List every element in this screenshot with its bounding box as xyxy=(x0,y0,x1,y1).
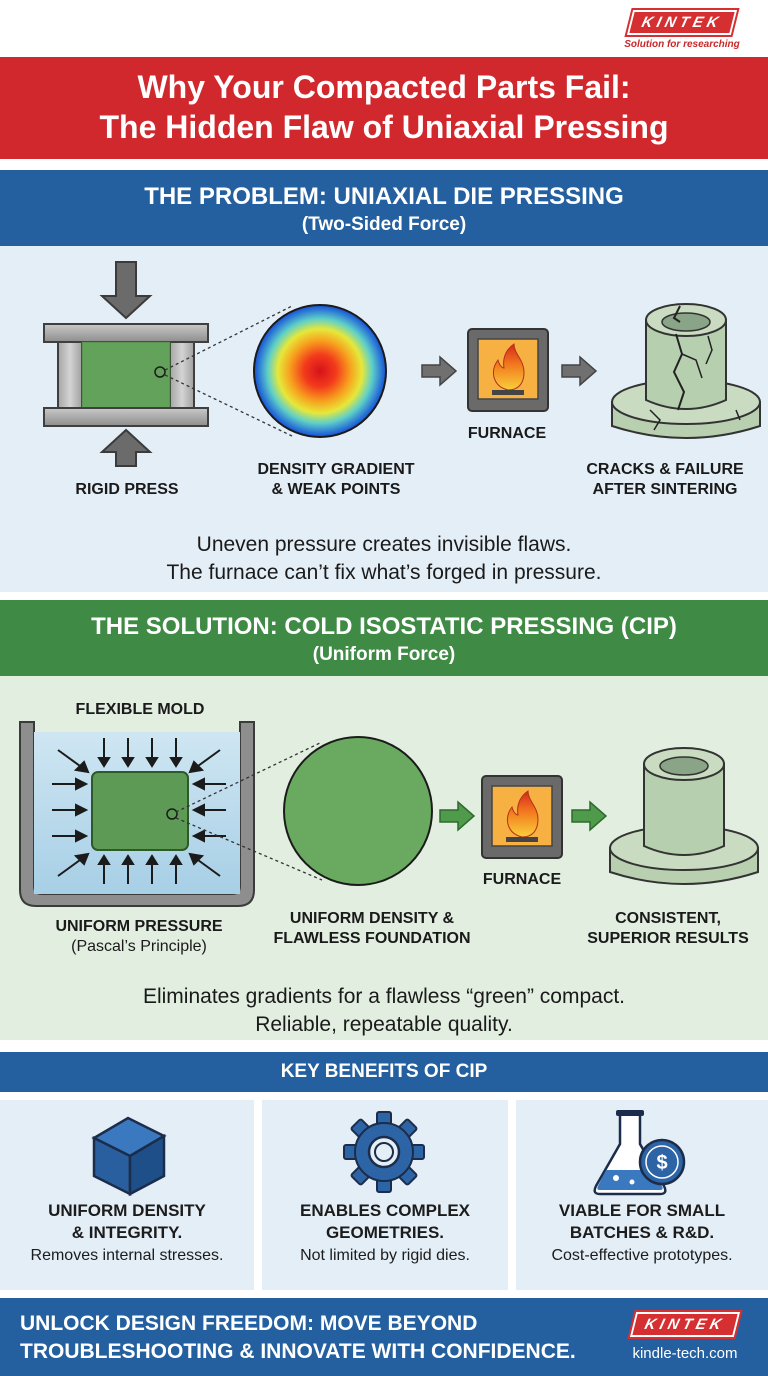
benefit-desc: Cost-effective prototypes. xyxy=(551,1247,733,1264)
flexible-mold-illustration xyxy=(19,721,255,907)
benefit-title-line1: UNIFORM DENSITY xyxy=(48,1201,206,1220)
benefit-title-line1: ENABLES COMPLEX xyxy=(299,1201,471,1220)
flask-dollar-icon: $ xyxy=(593,1110,686,1196)
brand-logo-top: KINTEK Solution for researching xyxy=(616,8,748,50)
label-uniform-density-line2: FLAWLESS FOUNDATION xyxy=(273,930,471,947)
page-title: Why Your Compacted Parts Fail: The Hidde… xyxy=(0,57,768,159)
benefit-title-line2: & INTEGRITY. xyxy=(71,1223,183,1242)
solution-caption: Eliminates gradients for a flawless “gre… xyxy=(0,983,768,1039)
solution-caption-line1: Eliminates gradients for a flawless “gre… xyxy=(142,985,626,1008)
intact-part-icon xyxy=(609,747,759,885)
title-line-2: The Hidden Flaw of Uniaxial Pressing xyxy=(99,109,669,145)
label-pascal-principle: (Pascal’s Principle) xyxy=(71,938,207,955)
label-cracks-line2: AFTER SINTERING xyxy=(592,481,738,498)
label-consistent-results: CONSISTENT, SUPERIOR RESULTS xyxy=(576,909,760,949)
problem-caption: Uneven pressure creates invisible flaws.… xyxy=(0,531,768,587)
label-results-line1: CONSISTENT, xyxy=(615,910,721,927)
footer-line2: TROUBLESHOOTING & INNOVATE WITH CONFIDEN… xyxy=(20,1340,576,1363)
cracked-part-icon xyxy=(611,303,761,439)
benefit-title: VIABLE FOR SMALL BATCHES & R&D. xyxy=(516,1200,768,1244)
density-gradient-disc xyxy=(253,304,387,438)
benefit-title-line2: BATCHES & R&D. xyxy=(569,1223,715,1242)
label-furnace-problem: FURNACE xyxy=(467,425,547,442)
problem-heading: THE PROBLEM: UNIAXIAL DIE PRESSING xyxy=(144,183,624,210)
label-uniform-density: UNIFORM DENSITY & FLAWLESS FOUNDATION xyxy=(262,909,482,949)
problem-header: THE PROBLEM: UNIAXIAL DIE PRESSING (Two-… xyxy=(0,170,768,246)
label-cracks-failure: CRACKS & FAILURE AFTER SINTERING xyxy=(570,460,760,500)
label-cracks-line1: CRACKS & FAILURE xyxy=(586,461,744,478)
gear-icon xyxy=(343,1111,425,1193)
logo-tagline: Solution for researching xyxy=(624,39,740,50)
rigid-press-illustration xyxy=(43,261,209,467)
furnace-icon xyxy=(467,328,549,412)
benefits-heading: KEY BENEFITS OF CIP xyxy=(0,1052,768,1092)
benefit-title: ENABLES COMPLEX GEOMETRIES. xyxy=(262,1200,508,1244)
benefit-desc: Not limited by rigid dies. xyxy=(300,1247,470,1264)
benefit-title-line1: VIABLE FOR SMALL xyxy=(558,1201,726,1220)
svg-text:$: $ xyxy=(656,1152,667,1174)
problem-caption-line1: Uneven pressure creates invisible flaws. xyxy=(196,533,572,556)
label-uniform-density-line1: UNIFORM DENSITY & xyxy=(289,910,455,927)
footer-cta: UNLOCK DESIGN FREEDOM: MOVE BEYOND TROUB… xyxy=(20,1310,576,1366)
solution-header: THE SOLUTION: COLD ISOSTATIC PRESSING (C… xyxy=(0,600,768,676)
problem-caption-line2: The furnace can’t fix what’s forged in p… xyxy=(166,561,602,584)
benefit-title: UNIFORM DENSITY & INTEGRITY. xyxy=(0,1200,254,1244)
label-rigid-press: RIGID PRESS xyxy=(75,481,179,498)
footer-line1: UNLOCK DESIGN FREEDOM: MOVE BEYOND xyxy=(20,1312,478,1335)
label-density-gradient-line1: DENSITY GRADIENT xyxy=(257,461,415,478)
furnace-icon xyxy=(481,775,563,859)
solution-subheading: (Uniform Force) xyxy=(312,644,456,665)
label-results-line2: SUPERIOR RESULTS xyxy=(587,930,749,947)
website-url[interactable]: kindle-tech.com xyxy=(632,1345,738,1362)
title-line-1: Why Your Compacted Parts Fail: xyxy=(137,69,631,105)
label-furnace-solution: FURNACE xyxy=(482,871,562,888)
solution-heading: THE SOLUTION: COLD ISOSTATIC PRESSING (C… xyxy=(91,613,677,640)
benefit-title-line2: GEOMETRIES. xyxy=(325,1223,445,1242)
footer-banner: UNLOCK DESIGN FREEDOM: MOVE BEYOND TROUB… xyxy=(0,1298,768,1376)
brand-logo-bottom: KINTEK kindle-tech.com xyxy=(620,1310,750,1362)
label-density-gradient: DENSITY GRADIENT & WEAK POINTS xyxy=(236,460,436,500)
label-uniform-pressure: UNIFORM PRESSURE (Pascal’s Principle) xyxy=(34,917,244,957)
label-uniform-pressure-line1: UNIFORM PRESSURE xyxy=(55,918,223,935)
problem-subheading: (Two-Sided Force) xyxy=(301,214,467,235)
label-density-gradient-line2: & WEAK POINTS xyxy=(271,481,401,498)
label-flexible-mold: FLEXIBLE MOLD xyxy=(75,701,205,718)
benefit-desc: Removes internal stresses. xyxy=(30,1247,224,1264)
cube-icon xyxy=(91,1116,167,1197)
solution-caption-line2: Reliable, repeatable quality. xyxy=(255,1013,513,1036)
benefit-card-geometries: ENABLES COMPLEX GEOMETRIES. Not limited … xyxy=(262,1100,508,1290)
uniform-density-disc xyxy=(283,736,433,886)
